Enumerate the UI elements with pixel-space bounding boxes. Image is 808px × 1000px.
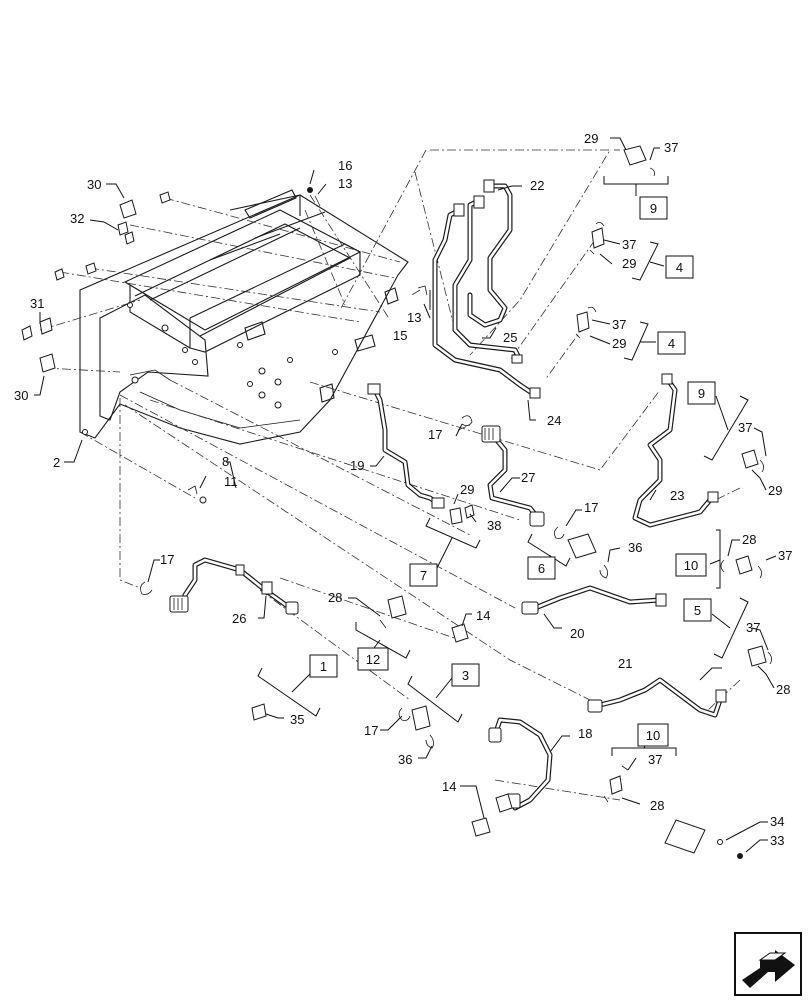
callout-14-lower: 14 bbox=[442, 779, 456, 794]
callout-38: 38 bbox=[487, 518, 501, 533]
callout-17-pipe27: 17 bbox=[584, 500, 598, 515]
callout-31: 31 bbox=[30, 296, 44, 311]
callout-22: 22 bbox=[530, 178, 544, 193]
kit-box-7: 7 bbox=[409, 563, 438, 587]
callout-36-kit3: 36 bbox=[398, 752, 412, 767]
callout-35: 35 bbox=[290, 712, 304, 727]
callout-leaders bbox=[34, 137, 777, 853]
kit-box-4-lower: 4 bbox=[657, 331, 686, 355]
forward-arrow-icon[interactable] bbox=[734, 932, 802, 996]
kit-box-3: 3 bbox=[451, 663, 480, 687]
callout-29-kit4a: 29 bbox=[622, 256, 636, 271]
kit-box-1: 1 bbox=[309, 654, 338, 678]
callout-28-kit10-lower: 28 bbox=[650, 798, 664, 813]
svg-text:1: 1 bbox=[320, 659, 327, 674]
callout-37-kit9: 37 bbox=[738, 420, 752, 435]
svg-text:10: 10 bbox=[646, 728, 660, 743]
kit-box-4-upper: 4 bbox=[665, 255, 694, 279]
frame-assembly bbox=[79, 189, 409, 445]
svg-text:10: 10 bbox=[684, 558, 698, 573]
kit-box-10-right: 10 bbox=[675, 553, 707, 577]
callout-11: 11 bbox=[224, 474, 238, 489]
callout-13-top: 13 bbox=[338, 176, 352, 191]
callout-37-kit4a: 37 bbox=[622, 237, 636, 252]
callout-2: 2 bbox=[53, 455, 60, 470]
pipe-19 bbox=[367, 383, 445, 509]
callout-15: 15 bbox=[393, 328, 407, 343]
callout-16: 16 bbox=[338, 158, 352, 173]
callout-30-top: 30 bbox=[87, 177, 101, 192]
kit-brackets bbox=[257, 176, 749, 756]
svg-text:3: 3 bbox=[462, 668, 469, 683]
callout-26: 26 bbox=[232, 611, 246, 626]
callout-29-pipe19: 29 bbox=[460, 482, 474, 497]
callout-23: 23 bbox=[670, 488, 684, 503]
kit-box-5: 5 bbox=[683, 598, 712, 622]
callout-28-kit10: 28 bbox=[742, 532, 756, 547]
callout-36-right: 36 bbox=[628, 540, 642, 555]
callout-24: 24 bbox=[547, 413, 561, 428]
callout-37-kit4b: 37 bbox=[612, 317, 626, 332]
svg-text:7: 7 bbox=[420, 568, 427, 583]
svg-text:12: 12 bbox=[366, 652, 380, 667]
callout-17-plate: 17 bbox=[428, 427, 442, 442]
callout-17-left: 17 bbox=[160, 552, 174, 567]
pipe-21 bbox=[587, 677, 727, 718]
callout-33: 33 bbox=[770, 833, 784, 848]
callout-29-top: 29 bbox=[584, 131, 598, 146]
pipe-23 bbox=[632, 373, 719, 528]
callout-37-kit5: 37 bbox=[746, 620, 760, 635]
callout-17-kit3: 17 bbox=[364, 723, 378, 738]
svg-text:9: 9 bbox=[650, 201, 657, 216]
callout-28-kit5: 28 bbox=[776, 682, 790, 697]
pipe-27 bbox=[481, 425, 545, 527]
callout-32: 32 bbox=[70, 211, 84, 226]
svg-text:4: 4 bbox=[676, 260, 683, 275]
kit-box-9-top: 9 bbox=[639, 196, 668, 220]
kit-box-12: 12 bbox=[357, 647, 389, 671]
pipe-22-25 bbox=[452, 179, 523, 364]
pipe-18 bbox=[488, 717, 553, 811]
callout-28-kit12: 28 bbox=[328, 590, 342, 605]
callout-13-mid: 13 bbox=[407, 310, 421, 325]
callout-20: 20 bbox=[570, 626, 584, 641]
kit-box-6: 6 bbox=[527, 556, 556, 580]
callout-34: 34 bbox=[770, 814, 784, 829]
svg-text:4: 4 bbox=[668, 336, 675, 351]
callout-29-kit9: 29 bbox=[768, 483, 782, 498]
callout-14-mid: 14 bbox=[476, 608, 490, 623]
kit-box-9-right: 9 bbox=[687, 381, 716, 405]
callout-21: 21 bbox=[618, 656, 632, 671]
callout-labels: 30 32 31 30 2 16 13 22 25 24 13 15 17 19… bbox=[14, 131, 792, 848]
callout-27: 27 bbox=[521, 470, 535, 485]
callout-30-bottom: 30 bbox=[14, 388, 28, 403]
callout-18: 18 bbox=[578, 726, 592, 741]
callout-37-top: 37 bbox=[664, 140, 678, 155]
callout-37-kit10: 37 bbox=[778, 548, 792, 563]
svg-text:5: 5 bbox=[694, 603, 701, 618]
svg-text:6: 6 bbox=[538, 561, 545, 576]
callout-8: 8 bbox=[222, 454, 229, 469]
callout-29-kit4b: 29 bbox=[612, 336, 626, 351]
fittings bbox=[21, 145, 772, 859]
svg-text:9: 9 bbox=[698, 386, 705, 401]
callout-25: 25 bbox=[503, 330, 517, 345]
callout-37-kit10-lower: 37 bbox=[648, 752, 662, 767]
pipe-26 bbox=[169, 557, 299, 615]
pipe-20 bbox=[521, 585, 667, 615]
kit-box-10-lower: 10 bbox=[637, 723, 669, 747]
pipe-24 bbox=[432, 203, 541, 399]
callout-19: 19 bbox=[350, 458, 364, 473]
